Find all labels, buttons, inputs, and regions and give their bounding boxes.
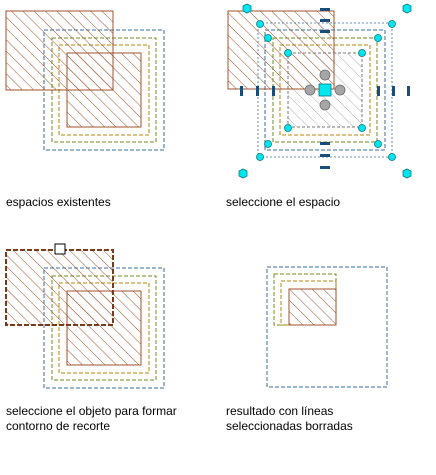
overlapping-hatched-space — [5, 10, 114, 91]
grip-hexagon-icon[interactable] — [238, 3, 412, 179]
caption-select-space: seleccione el espacio — [226, 195, 340, 210]
caption-line: espacios existentes — [6, 195, 111, 209]
outer-boundary — [266, 266, 388, 388]
overlapping-hatched-space — [227, 10, 335, 90]
panel-existing-spaces — [5, 10, 165, 151]
caption-line: seleccione el espacio — [226, 195, 341, 209]
caption-existing-spaces: espacios existentes — [6, 195, 111, 210]
caption-line: seleccionadas borradas — [226, 419, 353, 433]
clipped-hatched-space — [288, 288, 337, 326]
panel-select-clip-object — [5, 243, 165, 389]
grip-circle-icon[interactable] — [256, 20, 396, 161]
selected-clip-object[interactable] — [5, 249, 114, 326]
caption-line: contorno de recorte — [6, 419, 111, 433]
pickbox-cursor-icon[interactable] — [54, 243, 66, 255]
panel-result — [266, 266, 388, 388]
grip-dash-icon[interactable] — [240, 8, 410, 169]
caption-result: resultado con líneas seleccionadas borra… — [226, 404, 353, 434]
caption-line: seleccione el objeto para formar — [6, 404, 177, 418]
grip-square-icon[interactable] — [318, 83, 332, 97]
caption-select-clip-object: seleccione el objeto para formar contorn… — [6, 404, 177, 434]
caption-line: resultado con líneas — [226, 404, 334, 418]
center-grip-icon[interactable] — [304, 69, 346, 111]
panel-select-space — [227, 3, 412, 179]
